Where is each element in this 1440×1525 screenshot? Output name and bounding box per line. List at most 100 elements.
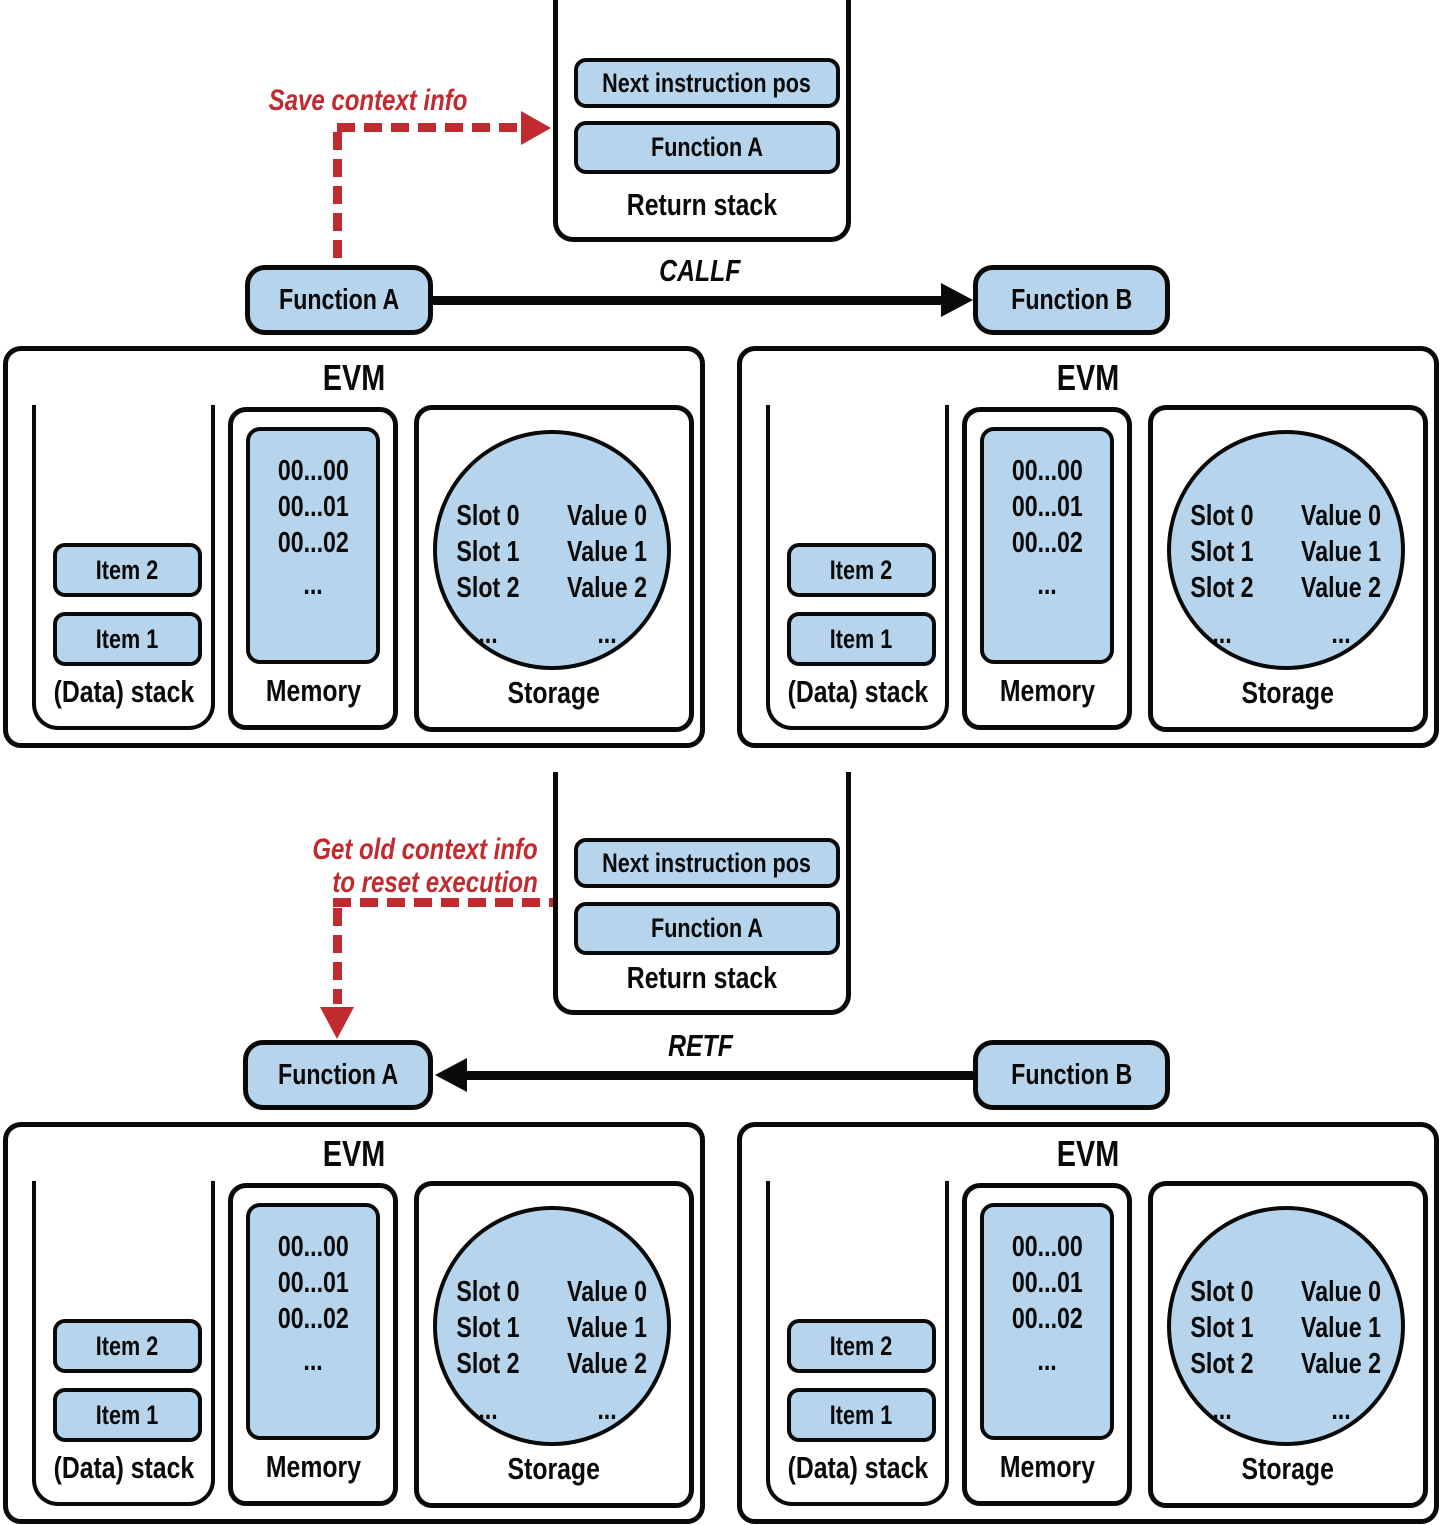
return-stack-item-label: Next instruction pos <box>602 67 812 98</box>
memory-label: Memory <box>265 673 361 708</box>
retf-opcode-label: RETF <box>667 1028 733 1063</box>
storage-row: ...... <box>1212 618 1351 650</box>
evm-panel-bottom-right: EVM Item 2 Item 1 (Data) stack 00...00 0… <box>737 1122 1439 1524</box>
dashed-line-vertical-top <box>333 132 342 262</box>
memory-section: 00...00 00...01 00...02 ... Memory <box>228 1183 398 1506</box>
function-b-label: Function B <box>1010 283 1133 316</box>
return-stack-item-label: Function A <box>650 913 763 943</box>
memory-cell: 00...01 <box>1011 1267 1083 1299</box>
data-stack-section: Item 2 Item 1 (Data) stack <box>766 405 949 730</box>
stack-item: Item 2 <box>53 543 202 597</box>
memory-label: Memory <box>999 1449 1095 1484</box>
memory-section: 00...00 00...01 00...02 ... Memory <box>228 407 398 730</box>
data-stack-label: (Data) stack <box>53 1450 195 1485</box>
function-b-box-bottom: Function B <box>973 1040 1170 1110</box>
function-a-label: Function A <box>277 1058 399 1091</box>
retf-arrowhead-icon <box>435 1058 467 1092</box>
memory-cells: 00...00 00...01 00...02 ... <box>980 427 1114 664</box>
callf-opcode-label: CALLF <box>659 253 741 288</box>
return-stack-label: Return stack <box>626 187 778 222</box>
memory-label: Memory <box>999 673 1095 708</box>
return-stack-item-label: Function A <box>650 132 763 162</box>
stack-item: Item 1 <box>787 1388 936 1442</box>
stack-item: Item 2 <box>53 1319 202 1373</box>
memory-cells: 00...00 00...01 00...02 ... <box>980 1203 1114 1440</box>
memory-cell: 00...01 <box>277 1267 349 1299</box>
memory-cell: 00...00 <box>277 1231 349 1263</box>
function-a-box-bottom: Function A <box>243 1040 433 1110</box>
data-stack-section: Item 2 Item 1 (Data) stack <box>32 405 215 730</box>
evm-panel-bottom-left: EVM Item 2 Item 1 (Data) stack 00...00 0… <box>3 1122 705 1524</box>
memory-section: 00...00 00...01 00...02 ... Memory <box>962 1183 1132 1506</box>
callf-arrow-shaft <box>430 296 945 305</box>
return-stack-item: Function A <box>574 121 840 174</box>
return-stack-item: Next instruction pos <box>574 838 840 888</box>
evm-panel-top-right: EVM Item 2 Item 1 (Data) stack 00...00 0… <box>737 346 1439 748</box>
stack-item: Item 2 <box>787 1319 936 1373</box>
memory-section: 00...00 00...01 00...02 ... Memory <box>962 407 1132 730</box>
storage-label: Storage <box>507 675 601 710</box>
function-a-label: Function A <box>278 283 400 316</box>
memory-cell: 00...02 <box>1011 527 1083 559</box>
memory-cell: ... <box>303 1345 323 1377</box>
retf-arrow-shaft <box>465 1071 975 1080</box>
storage-label: Storage <box>1241 1451 1335 1486</box>
memory-cell: ... <box>303 569 323 601</box>
memory-cell: 00...01 <box>1011 491 1083 523</box>
data-stack-section: Item 2 Item 1 (Data) stack <box>766 1181 949 1506</box>
memory-cell: 00...02 <box>277 527 349 559</box>
memory-cells: 00...00 00...01 00...02 ... <box>246 1203 380 1440</box>
return-stack-label: Return stack <box>626 960 778 995</box>
memory-cell: 00...02 <box>277 1303 349 1335</box>
memory-label: Memory <box>265 1449 361 1484</box>
memory-cell: 00...00 <box>277 455 349 487</box>
evm-title: EVM <box>322 1133 386 1174</box>
stack-item: Item 1 <box>53 1388 202 1442</box>
return-stack-item: Next instruction pos <box>574 58 840 108</box>
function-a-box-top: Function A <box>245 265 433 335</box>
memory-cell: 00...01 <box>277 491 349 523</box>
memory-cell: ... <box>1037 569 1057 601</box>
memory-cell: ... <box>1037 1345 1057 1377</box>
storage-label: Storage <box>507 1451 601 1486</box>
return-stack-top: Next instruction pos Function A Return s… <box>553 0 851 242</box>
evm-title: EVM <box>322 357 386 398</box>
return-stack-bottom: Next instruction pos Function A Return s… <box>553 772 851 1015</box>
stack-item: Item 1 <box>787 612 936 666</box>
storage-row: ...... <box>478 618 617 650</box>
annotation-get-context: Get old context info to reset execution <box>312 833 538 899</box>
function-b-label: Function B <box>1010 1058 1133 1091</box>
memory-cell: 00...02 <box>1011 1303 1083 1335</box>
memory-cell: 00...00 <box>1011 455 1083 487</box>
data-stack-section: Item 2 Item 1 (Data) stack <box>32 1181 215 1506</box>
evm-title: EVM <box>1056 1133 1120 1174</box>
annotation-save-context: Save context info <box>268 84 467 117</box>
function-b-box-top: Function B <box>973 265 1170 335</box>
red-arrowhead-right-icon <box>521 111 551 145</box>
memory-cells: 00...00 00...01 00...02 ... <box>246 427 380 664</box>
storage-row: ...... <box>1212 1394 1351 1426</box>
data-stack-label: (Data) stack <box>787 674 929 709</box>
evm-title: EVM <box>1056 357 1120 398</box>
callf-arrowhead-icon <box>941 283 973 317</box>
